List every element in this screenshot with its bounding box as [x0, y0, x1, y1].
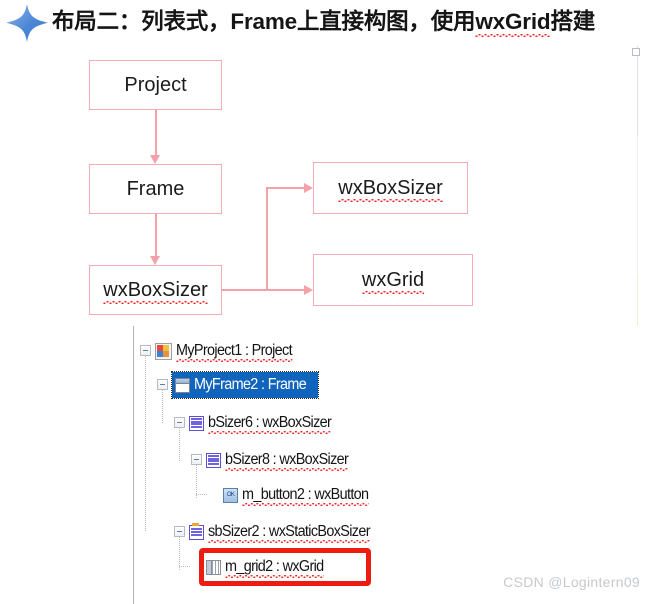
- staticbox-icon: [189, 522, 204, 540]
- tree-guide-line: [145, 356, 146, 531]
- tree-expander-n2[interactable]: [157, 379, 168, 390]
- tree-guide-line: [179, 537, 180, 570]
- connector-segment: [154, 214, 157, 257]
- title-segment-3: wxGrid: [475, 9, 551, 37]
- tree-item-label: m_button2 : wxButton: [242, 486, 369, 506]
- title-segment-2: 上直接构图，使用: [296, 9, 476, 35]
- tree-item-label: MyFrame2 : Frame: [194, 376, 307, 393]
- tree-item-n7[interactable]: m_grid2 : wxGrid: [206, 554, 331, 580]
- tree-expander-n6[interactable]: [174, 526, 185, 537]
- arrow-head-down-icon: [150, 155, 160, 164]
- tree-item-label: sbSizer2 : wxStaticBoxSizer: [208, 523, 371, 543]
- diagram-box-frame: Frame: [89, 164, 222, 214]
- title-segment-0: 布局二：列表式，: [52, 9, 231, 35]
- diagram-box-label: wxBoxSizer: [103, 278, 209, 304]
- tree-item-label: m_grid2 : wxGrid: [225, 558, 324, 578]
- connector-segment: [222, 289, 305, 291]
- diagram-box-boxsizer2: wxBoxSizer: [313, 162, 468, 214]
- sizer-icon: [189, 415, 204, 431]
- diagram-box-wxgrid: wxGrid: [313, 254, 473, 306]
- connector-segment: [266, 187, 305, 189]
- four-point-star-icon: [6, 4, 48, 42]
- diagram-box-label: Project: [124, 73, 187, 96]
- right-panel-strip: [637, 46, 638, 546]
- tree-guide-line: [196, 494, 208, 495]
- button-icon: OK: [223, 487, 238, 503]
- tree-expander-n1[interactable]: [140, 345, 151, 356]
- tree-guide-line: [179, 566, 191, 567]
- right-panel-marker: [632, 48, 640, 56]
- arrow-head-right-icon: [304, 284, 313, 295]
- connector-segment: [154, 110, 157, 156]
- tree-item-label: bSizer8 : wxBoxSizer: [225, 451, 349, 471]
- arrow-head-down-icon: [150, 256, 160, 265]
- tree-guide-line: [196, 465, 197, 498]
- diagram-box-label: wxGrid: [361, 268, 425, 294]
- tree-expander-n4[interactable]: [191, 454, 202, 465]
- tree-guide-line: [162, 390, 163, 424]
- tree-item-label: MyProject1 : Project: [176, 342, 293, 362]
- diagram-box-boxsizer1: wxBoxSizer: [89, 265, 222, 315]
- grid-node-highlight-box: [199, 548, 371, 586]
- arrow-head-right-icon: [304, 182, 313, 193]
- project-icon: [155, 342, 172, 360]
- frame-icon: [175, 377, 190, 393]
- page-header: 布局二：列表式，Frame上直接构图，使用wxGrid搭建: [0, 0, 648, 46]
- tree-item-n1[interactable]: MyProject1 : Project: [155, 338, 301, 364]
- tree-item-n2[interactable]: MyFrame2 : Frame: [171, 371, 319, 399]
- tree-item-n4[interactable]: bSizer8 : wxBoxSizer: [206, 447, 357, 473]
- tree-item-n3[interactable]: bSizer6 : wxBoxSizer: [189, 410, 340, 436]
- tree-item-n6[interactable]: sbSizer2 : wxStaticBoxSizer: [189, 519, 382, 545]
- diagram-box-label: wxBoxSizer: [338, 176, 444, 202]
- connector-segment: [266, 187, 268, 289]
- grid-icon: [206, 559, 221, 575]
- watermark-text: CSDN @Logintern09: [503, 574, 640, 590]
- title-segment-1: Frame: [230, 9, 297, 34]
- diagram-box-project: Project: [89, 60, 222, 110]
- tree-panel-left-border: [133, 326, 134, 604]
- diagram-box-label: Frame: [126, 177, 185, 200]
- title-segment-4: 搭建: [550, 9, 596, 35]
- page-title: 布局二：列表式，Frame上直接构图，使用wxGrid搭建: [52, 4, 648, 37]
- tree-expander-n3[interactable]: [174, 417, 185, 428]
- tree-item-label: bSizer6 : wxBoxSizer: [208, 414, 332, 434]
- sizer-icon: [206, 452, 221, 468]
- tree-guide-line: [179, 428, 180, 461]
